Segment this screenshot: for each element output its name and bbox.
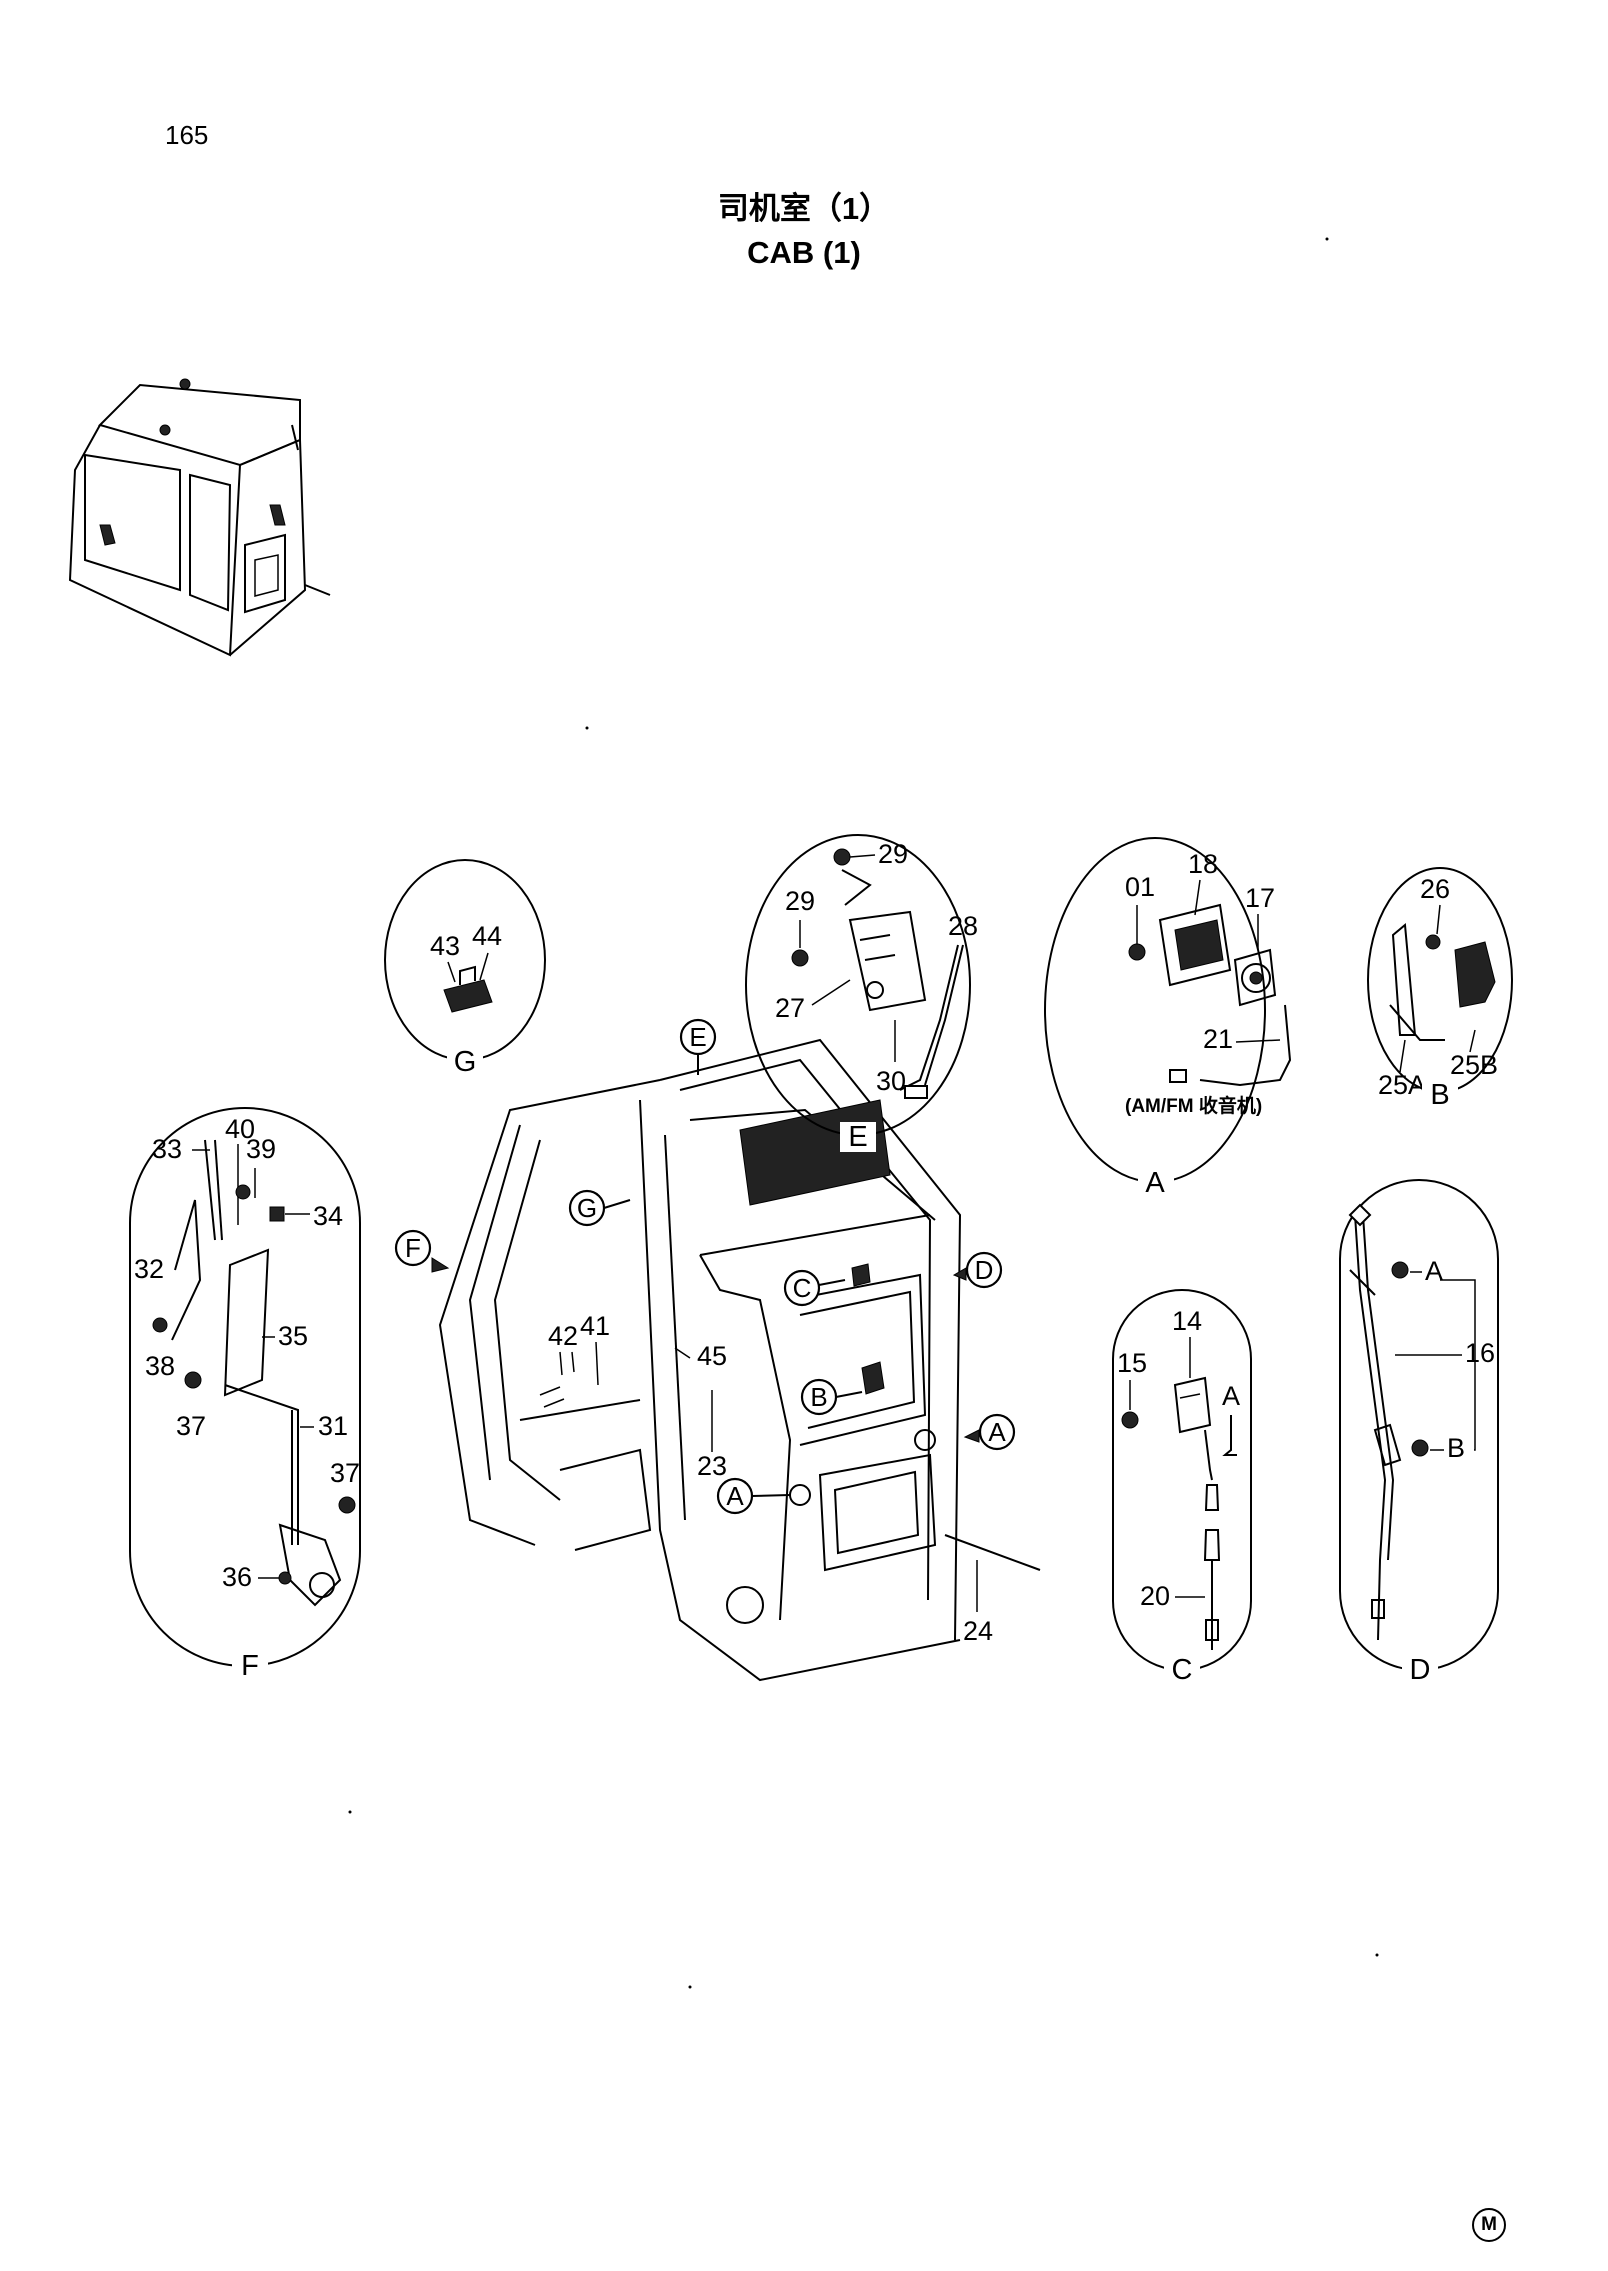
part-number-16: 16 — [1465, 1338, 1495, 1368]
part-number-44: 44 — [472, 921, 502, 951]
page-number: 165 — [165, 120, 209, 150]
part-number-37b: 37 — [330, 1458, 360, 1488]
detail-a: 01 18 17 21 (AM/FM 收音机) A — [1044, 837, 1292, 1199]
scan-noise — [348, 237, 1379, 1989]
main-cab-illustration — [438, 1038, 1041, 1682]
part-number-14: 14 — [1172, 1306, 1202, 1336]
detail-e: 29 29 28 27 30 E — [745, 834, 978, 1153]
callout-label: E — [689, 1022, 706, 1052]
callout-label: A — [988, 1417, 1006, 1447]
part-number-20: 20 — [1140, 1581, 1170, 1611]
part-number-36: 36 — [222, 1562, 252, 1592]
part-number-17: 17 — [1245, 883, 1275, 913]
part-number-29: 29 — [878, 839, 908, 869]
part-number-26: 26 — [1420, 874, 1450, 904]
page-title-chinese: 司机室（1） — [717, 191, 891, 226]
part-number-34: 34 — [313, 1201, 343, 1231]
callout-e-main: E — [679, 1018, 717, 1075]
page-title-english: CAB (1) — [747, 235, 861, 270]
part-number-35: 35 — [278, 1321, 308, 1351]
callout-f-main: F — [394, 1229, 450, 1273]
main-part-numbers: 42 41 45 23 24 — [548, 1311, 993, 1646]
detail-c: 14 15 A 20 C — [1112, 1289, 1252, 1686]
detail-label-a: A — [1145, 1167, 1165, 1199]
part-number-40: 40 — [225, 1114, 255, 1144]
manufacturer-mark: M — [1472, 2208, 1506, 2242]
callout-a-ref: A — [1222, 1381, 1240, 1411]
part-number-42: 42 — [548, 1321, 578, 1351]
callout-label: D — [975, 1255, 994, 1285]
part-number-43: 43 — [430, 931, 460, 961]
callout-b-main: B — [800, 1378, 863, 1416]
part-number-15: 15 — [1117, 1348, 1147, 1378]
detail-label-f: F — [241, 1650, 259, 1682]
part-number-39: 39 — [246, 1134, 276, 1164]
part-number-23: 23 — [697, 1451, 727, 1481]
detail-label-d: D — [1410, 1654, 1431, 1686]
part-number-18: 18 — [1188, 849, 1218, 879]
callout-g-main: G — [568, 1189, 631, 1227]
detail-label-g: G — [454, 1046, 477, 1078]
part-number-30: 30 — [876, 1066, 906, 1096]
callout-a-main: A — [963, 1413, 1016, 1451]
part-number-41: 41 — [580, 1311, 610, 1341]
radio-caption: (AM/FM 收音机) — [1125, 1094, 1262, 1117]
detail-label-c: C — [1172, 1654, 1193, 1686]
part-number-38: 38 — [145, 1351, 175, 1381]
detail-b: 26 25A 25B B — [1367, 867, 1513, 1111]
callout-c-main: C — [783, 1269, 846, 1307]
callout-label: G — [577, 1193, 597, 1223]
detail-label-e: E — [848, 1121, 867, 1153]
callout-label: C — [793, 1273, 812, 1303]
part-number-01: 01 — [1125, 872, 1155, 902]
detail-label-b: B — [1430, 1079, 1449, 1111]
callout-a-main-lower: A — [716, 1477, 791, 1515]
callout-a-ref-d: A — [1425, 1256, 1443, 1286]
part-number-24: 24 — [963, 1616, 993, 1646]
callout-b-ref-d: B — [1447, 1433, 1465, 1463]
part-number-45: 45 — [697, 1341, 727, 1371]
main-callouts: E G F C B D A — [394, 1018, 1016, 1515]
detail-g: 43 44 G — [384, 859, 546, 1078]
part-number-29b: 29 — [785, 886, 815, 916]
part-number-25a: 25A — [1378, 1070, 1426, 1100]
detail-d: A 16 B D — [1339, 1179, 1499, 1686]
part-number-21: 21 — [1203, 1024, 1233, 1054]
detail-f: 40 33 39 34 32 35 38 37 31 37 36 F — [129, 1107, 361, 1682]
part-number-31: 31 — [318, 1411, 348, 1441]
callout-d-main: D — [952, 1251, 1003, 1289]
part-number-32: 32 — [134, 1254, 164, 1284]
callout-label: B — [810, 1382, 827, 1412]
part-number-25b: 25B — [1450, 1050, 1498, 1080]
part-number-37: 37 — [176, 1411, 206, 1441]
part-number-28: 28 — [948, 911, 978, 941]
part-number-27: 27 — [775, 993, 805, 1023]
overview-cab-illustration — [68, 378, 331, 657]
callout-label: F — [405, 1233, 421, 1263]
part-number-33: 33 — [152, 1134, 182, 1164]
callout-label: A — [726, 1481, 744, 1511]
